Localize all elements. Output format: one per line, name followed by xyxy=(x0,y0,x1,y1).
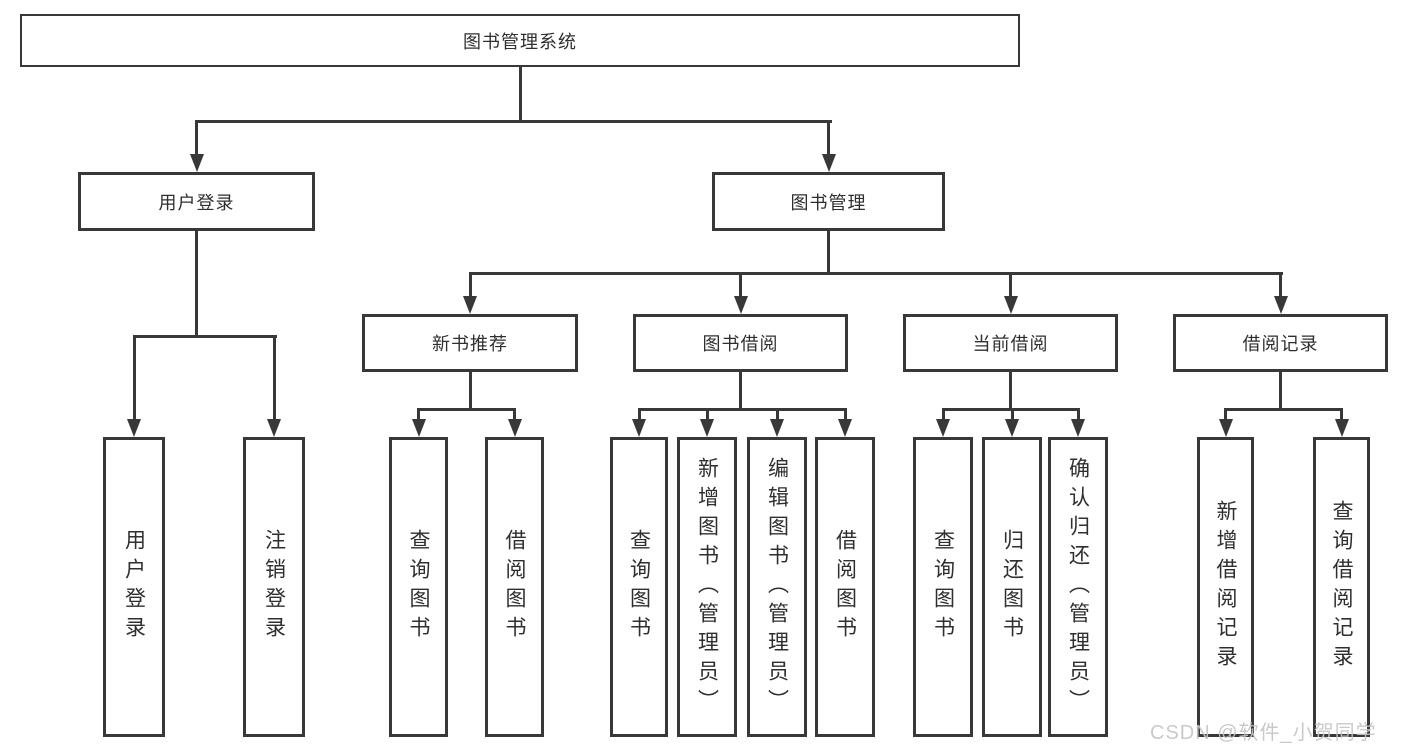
arrowhead-down-icon xyxy=(1003,296,1018,314)
leaf-query-borrow-record: 查询借阅记录 xyxy=(1313,437,1370,737)
connector-line xyxy=(941,409,945,422)
node-label: 图书管理 xyxy=(790,192,867,213)
arrowhead-down-icon xyxy=(507,419,522,437)
watermark: CSDN @软件_小贺同学 xyxy=(1150,722,1377,744)
arrowhead-down-icon xyxy=(1273,296,1288,314)
connector-line xyxy=(1340,409,1343,422)
node-book-borrowing: 图书借阅 xyxy=(633,314,848,372)
leaf-logout: 注销登录 xyxy=(243,437,305,737)
connector-line xyxy=(827,121,830,156)
leaf-borrow-books-borrowing: 借阅图书 xyxy=(815,437,875,737)
node-user-login: 用户登录 xyxy=(78,172,315,231)
connector-line xyxy=(1224,407,1343,411)
leaf-confirm-return-admin: 确认归还（管理员） xyxy=(1048,437,1108,737)
arrowhead-down-icon xyxy=(189,154,204,172)
leaf-label: 新增图书（管理员） xyxy=(695,456,719,718)
connector-line xyxy=(518,66,522,123)
node-borrowing-records: 借阅记录 xyxy=(1173,314,1388,372)
connector-line xyxy=(1224,409,1227,422)
leaf-label: 确认归还（管理员） xyxy=(1066,456,1090,718)
arrowhead-down-icon xyxy=(463,296,477,314)
node-label: 新书推荐 xyxy=(432,334,508,354)
arrowhead-down-icon xyxy=(1334,419,1349,437)
leaf-query-books-current: 查询图书 xyxy=(913,437,973,737)
arrowhead-down-icon xyxy=(936,419,950,437)
arrowhead-down-icon xyxy=(838,419,852,437)
connector-line xyxy=(1076,409,1080,422)
connector-line xyxy=(195,231,198,338)
connector-line xyxy=(417,407,516,411)
node-label: 图书管理系统 xyxy=(463,31,577,52)
leaf-add-books-admin: 新增图书（管理员） xyxy=(677,437,737,737)
leaf-label: 借阅图书 xyxy=(503,529,526,645)
arrowhead-down-icon xyxy=(821,154,836,172)
connector-line xyxy=(194,119,832,123)
arrowhead-down-icon xyxy=(1071,419,1085,437)
connector-line xyxy=(132,334,277,338)
connector-line xyxy=(513,409,516,422)
node-new-book-recommend: 新书推荐 xyxy=(362,314,578,372)
node-label: 用户登录 xyxy=(158,192,235,213)
leaf-label: 查询图书 xyxy=(407,529,430,645)
connector-line xyxy=(1279,273,1282,299)
connector-line xyxy=(843,409,847,422)
connector-line xyxy=(468,271,1283,275)
arrowhead-down-icon xyxy=(700,419,714,437)
leaf-return-books: 归还图书 xyxy=(982,437,1042,737)
connector-line xyxy=(468,372,472,411)
leaf-user-login: 用户登录 xyxy=(103,437,165,737)
connector-line xyxy=(272,336,276,421)
leaf-label: 新增借阅记录 xyxy=(1214,500,1237,674)
node-label: 图书借阅 xyxy=(702,334,779,354)
connector-line xyxy=(637,409,641,422)
connector-line xyxy=(1279,372,1282,411)
leaf-label: 查询图书 xyxy=(931,529,955,645)
leaf-edit-books-admin: 编辑图书（管理员） xyxy=(747,437,807,737)
arrowhead-down-icon xyxy=(632,419,646,437)
connector-line xyxy=(739,273,742,299)
node-book-management: 图书管理 xyxy=(712,172,945,231)
leaf-label: 查询借阅记录 xyxy=(1330,500,1353,674)
connector-line xyxy=(468,273,472,299)
node-current-borrowing: 当前借阅 xyxy=(903,314,1118,372)
leaf-query-books-borrowing: 查询图书 xyxy=(610,437,668,737)
arrowhead-down-icon xyxy=(411,419,426,437)
leaf-label: 注销登录 xyxy=(262,529,286,645)
arrowhead-down-icon xyxy=(1005,419,1019,437)
connector-line xyxy=(1010,409,1014,422)
arrowhead-down-icon xyxy=(733,296,748,314)
leaf-add-borrow-record: 新增借阅记录 xyxy=(1197,437,1254,737)
connector-line xyxy=(1009,372,1012,411)
arrowhead-down-icon xyxy=(127,419,141,437)
connector-line xyxy=(637,407,847,411)
leaf-label: 归还图书 xyxy=(1000,529,1024,645)
leaf-label: 查询图书 xyxy=(627,529,651,645)
node-label: 借阅记录 xyxy=(1242,334,1319,354)
connector-line xyxy=(705,409,709,422)
arrowhead-down-icon xyxy=(1218,419,1233,437)
leaf-label: 编辑图书（管理员） xyxy=(765,456,789,718)
leaf-query-books-newbook: 查询图书 xyxy=(389,437,448,737)
node-library-system: 图书管理系统 xyxy=(20,14,1020,67)
connector-line xyxy=(775,409,779,422)
node-label: 当前借阅 xyxy=(972,334,1049,354)
arrowhead-down-icon xyxy=(770,419,784,437)
connector-line xyxy=(739,372,742,411)
connector-line xyxy=(195,121,198,156)
leaf-label: 借阅图书 xyxy=(833,529,857,645)
connector-line xyxy=(1009,273,1012,299)
connector-line xyxy=(417,409,420,422)
leaf-label: 用户登录 xyxy=(122,529,146,645)
connector-line xyxy=(827,231,830,275)
leaf-borrow-books-newbook: 借阅图书 xyxy=(485,437,544,737)
connector-line xyxy=(132,336,136,421)
arrowhead-down-icon xyxy=(267,419,281,437)
